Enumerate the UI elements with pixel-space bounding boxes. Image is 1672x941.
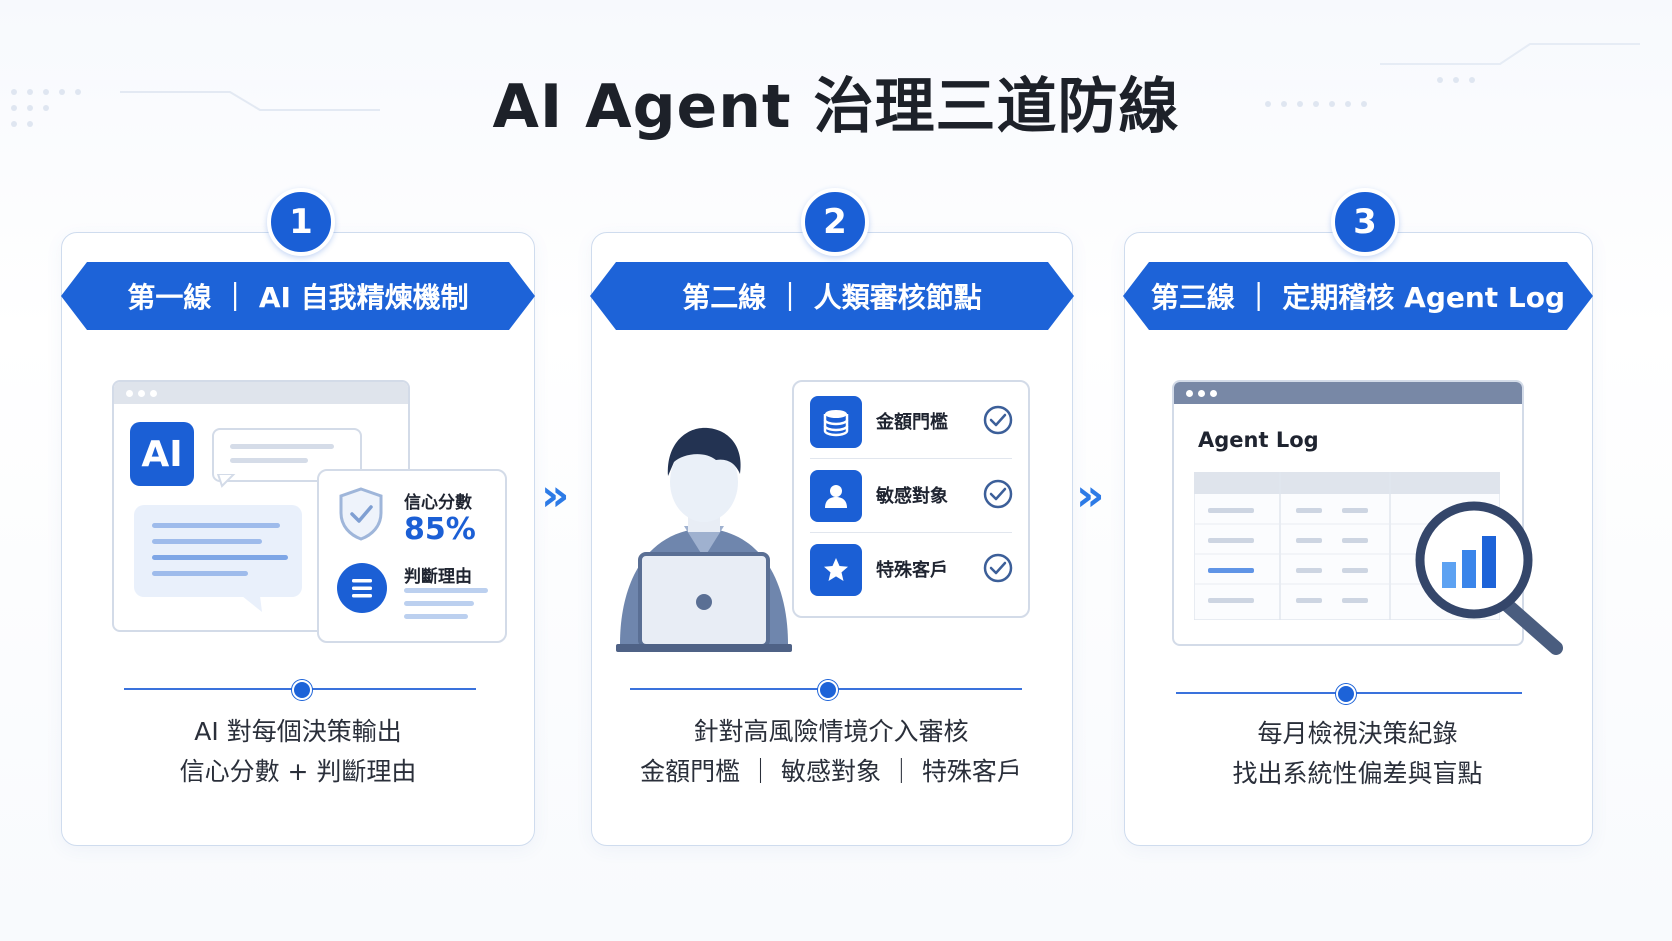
shield-check-icon	[339, 487, 383, 541]
description-line: 每月檢視決策紀錄	[1257, 719, 1458, 748]
checklist-label: 特殊客戶	[876, 560, 948, 581]
confidence-score-label: 信心分數	[404, 493, 472, 513]
person-icon	[810, 470, 862, 522]
bubble-tail	[242, 596, 262, 612]
checklist-item: 敏感對象	[810, 464, 1014, 524]
line-one-description: AI 對每個決策輸出 信心分數 + 判斷理由	[61, 712, 535, 792]
line-one-banner: 第一線 ｜ AI 自我精煉機制	[61, 262, 535, 330]
checklist-label: 敏感對象	[876, 486, 948, 507]
line-three-description: 每月檢視決策紀錄 找出系統性偏差與盲點	[1124, 714, 1591, 794]
description-line: AI 對每個決策輸出	[194, 717, 402, 746]
description-line: 信心分數 + 判斷理由	[179, 757, 417, 786]
star-icon	[810, 544, 862, 596]
window-titlebar	[1174, 382, 1522, 404]
step-number-1: 1	[267, 188, 335, 256]
review-checklist: 金額門檻 敏感對象 特殊客戶	[792, 380, 1030, 618]
line-two-description: 針對高風險情境介入審核 金額門檻 ｜ 敏感對象 ｜ 特殊客戶	[591, 712, 1071, 792]
bubble-tail	[216, 474, 236, 488]
reviewer-person-icon	[616, 427, 792, 652]
checklist-item: 金額門檻	[810, 390, 1014, 450]
description-line: 針對高風險情境介入審核	[693, 717, 969, 746]
chat-bubble-large	[134, 505, 302, 597]
list-icon	[337, 563, 387, 613]
line-one-banner-label: 第一線 ｜ AI 自我精煉機制	[127, 281, 469, 314]
chevron-right-icon: »	[1076, 470, 1105, 521]
divider-dot	[292, 680, 312, 700]
divider-dot	[1336, 684, 1356, 704]
check-circle-icon	[983, 405, 1013, 435]
description-line: 找出系統性偏差與盲點	[1232, 759, 1483, 788]
reason-label: 判斷理由	[404, 567, 472, 587]
chevron-right-icon: »	[541, 470, 570, 521]
step-number-3: 3	[1331, 188, 1399, 256]
confidence-score-value: 85%	[404, 512, 476, 547]
line-two-banner: 第二線 ｜ 人類審核節點	[590, 262, 1074, 330]
line-three-banner: 第三線 ｜ 定期稽核 Agent Log	[1123, 262, 1593, 330]
page-title: AI Agent 治理三道防線	[492, 72, 1180, 142]
step-number-2: 2	[801, 188, 869, 256]
agent-log-title: Agent Log	[1198, 428, 1319, 452]
magnifier-chart-icon	[1415, 501, 1563, 655]
ai-badge: AI	[130, 422, 194, 486]
line-two-banner-label: 第二線 ｜ 人類審核節點	[682, 281, 982, 314]
divider-dot	[818, 680, 838, 700]
window-titlebar	[114, 382, 408, 404]
checklist-item: 特殊客戶	[810, 538, 1014, 598]
line-three-banner-label: 第三線 ｜ 定期稽核 Agent Log	[1150, 281, 1566, 314]
coins-icon	[810, 396, 862, 448]
check-circle-icon	[983, 553, 1013, 583]
description-line: 金額門檻 ｜ 敏感對象 ｜ 特殊客戶	[640, 757, 1022, 786]
checklist-label: 金額門檻	[876, 412, 948, 433]
check-circle-icon	[983, 479, 1013, 509]
